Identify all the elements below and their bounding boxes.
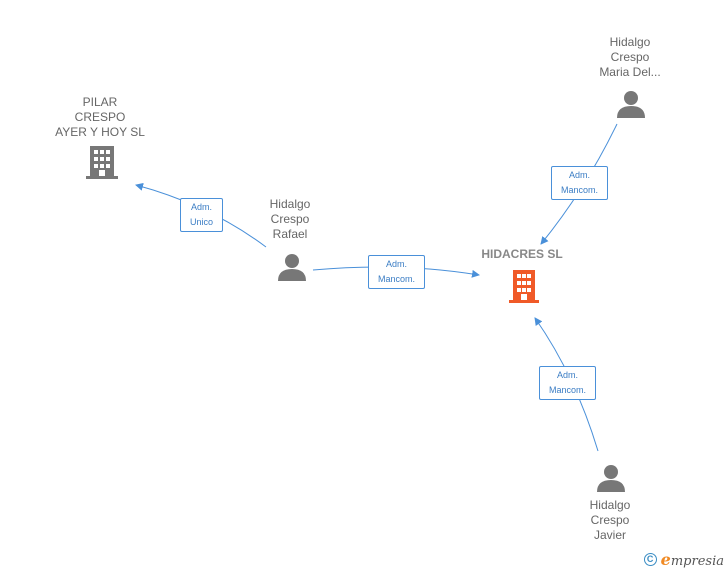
edge-label-line2: Mancom. (377, 274, 415, 284)
person-icon-rafael[interactable] (278, 254, 306, 281)
node-label-line: Crespo (590, 513, 630, 527)
edge-label-line1: Adm. (190, 202, 212, 212)
brand-logo-e: e (660, 550, 671, 569)
brand-logo[interactable]: empresia (661, 550, 724, 569)
node-label-maria[interactable]: Hidalgo Crespo Maria Del... (588, 35, 672, 80)
edge-label-maria-hidacres[interactable]: Adm. Mancom. (551, 166, 608, 200)
node-label-line: Crespo (270, 212, 310, 226)
node-label-line: Hidalgo (589, 498, 631, 512)
edge-label-javier-hidacres[interactable]: Adm. Mancom. (539, 366, 596, 400)
person-icon-javier[interactable] (597, 465, 625, 492)
node-label-rafael[interactable]: Hidalgo Crespo Rafael (252, 197, 328, 242)
edge-label-rafael-hidacres[interactable]: Adm. Mancom. (368, 255, 425, 289)
node-label-line: PILAR (82, 95, 118, 109)
node-label-line: Javier (593, 528, 626, 542)
node-label-javier[interactable]: Hidalgo Crespo Javier (572, 498, 648, 543)
footer-branding: C empresia (643, 550, 724, 569)
edge-label-line2: Mancom. (560, 185, 598, 195)
person-icon-maria[interactable] (617, 91, 645, 118)
node-label-line: Crespo (610, 50, 650, 64)
node-label-line: Maria Del... (599, 65, 661, 79)
node-label-line: Rafael (272, 227, 308, 241)
node-label-line: CRESPO (74, 110, 126, 124)
edge-label-line2: Unico (189, 217, 213, 227)
node-label-hidacres[interactable]: HIDACRES SL (468, 247, 576, 262)
edge-label-line1: Adm. (568, 170, 590, 180)
building-icon[interactable] (86, 146, 118, 179)
edge-label-line2: Mancom. (548, 385, 586, 395)
copyright-icon: C (643, 553, 657, 566)
edge-label-line1: Adm. (556, 370, 578, 380)
building-icon-main[interactable] (509, 270, 539, 303)
node-label-pilar[interactable]: PILAR CRESPO AYER Y HOY SL (50, 95, 150, 140)
edge-label-rafael-pilar[interactable]: Adm. Unico (180, 198, 223, 232)
node-label-line: HIDACRES SL (481, 247, 563, 261)
brand-logo-rest: mpresia (670, 554, 724, 569)
node-label-line: Hidalgo (269, 197, 311, 211)
node-label-line: AYER Y HOY SL (55, 125, 145, 139)
node-label-line: Hidalgo (609, 35, 651, 49)
edge-label-line1: Adm. (385, 259, 407, 269)
